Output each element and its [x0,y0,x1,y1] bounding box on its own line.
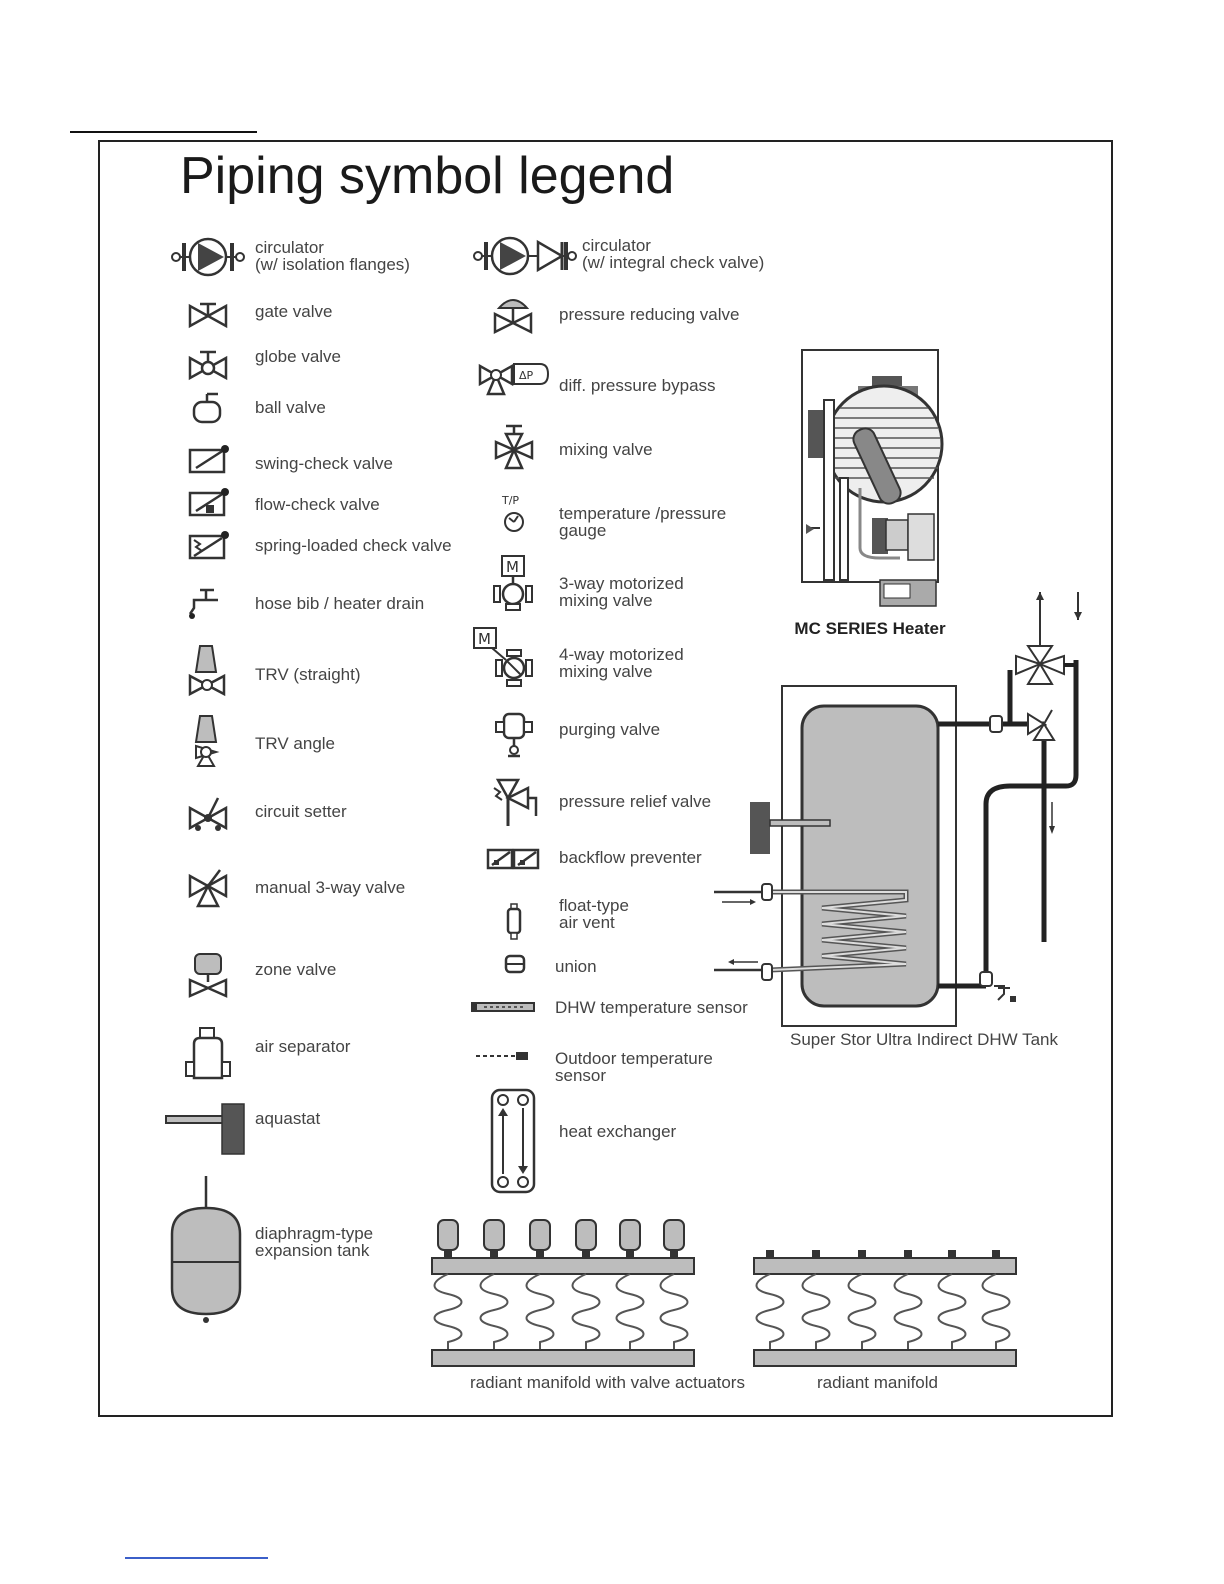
left-label-1: gate valve [255,302,333,321]
pressure-reducing-valve-icon [493,299,533,335]
mid-label-7: purging valve [559,720,661,739]
mid-label-9: backflow preventer [559,848,702,867]
left-label-10: circuit setter [255,802,347,821]
left-label-14: aquastat [255,1109,321,1128]
motorized-4way-icon: M [473,627,533,687]
left-label-5: flow-check valve [255,495,380,514]
circuit-setter-icon [188,797,228,831]
mid-label-11: union [555,957,597,976]
swing-check-valve-icon [188,445,229,474]
radiant-manifold-drawing [753,1250,1017,1367]
motorized-3way-icon: M [493,555,533,611]
left-label-12: zone valve [255,960,337,979]
globe-valve-icon [188,350,228,381]
pressure-relief-valve-icon [493,778,538,826]
heat-exchanger-icon [490,1088,536,1194]
left-label-8: TRV (straight) [255,665,361,684]
air-vent-icon [506,903,522,940]
page-title: Piping symbol legend [180,147,675,205]
mid-label-14: heat exchanger [559,1122,677,1141]
left-label-4: swing-check valve [255,454,393,473]
tank-caption: Super Stor Ultra Indirect DHW Tank [790,1030,1058,1049]
mid-label-3: mixing valve [559,440,653,459]
circulator-check-icon [473,236,577,276]
zone-valve-icon [188,953,228,998]
dhw-tank-drawing [714,592,1082,1027]
svg-text:M: M [478,630,491,648]
manifold-caption: radiant manifold [817,1373,938,1392]
mixing-valve-icon [494,424,534,470]
gate-valve-icon [188,302,228,329]
manual-3way-valve-icon [188,869,228,908]
mid-label-2: diff. pressure bypass [559,376,716,395]
outdoor-sensor-icon [476,1052,528,1060]
left-label-15: diaphragm-type expansion tank [255,1224,374,1260]
trv-straight-icon [188,645,226,697]
air-separator-icon [185,1027,231,1080]
left-label-7: hose bib / heater drain [255,594,425,613]
mid-label-8: pressure relief valve [559,792,712,811]
mid-label-13: Outdoor temperature sensor [555,1049,713,1085]
purging-valve-icon [495,712,533,758]
ball-valve-icon [192,392,222,424]
left-label-6: spring-loaded check valve [255,536,452,555]
mid-label-0: circulator (w/ integral check valve) [582,236,765,272]
mid-label-1: pressure reducing valve [559,305,740,324]
svg-text:M: M [506,558,519,576]
trv-angle-icon [194,715,220,767]
circulator-flanged-icon [171,237,245,277]
legend-frame: Piping symbol legend circulator (w/ isol… [98,140,1113,1417]
left-label-2: globe valve [255,347,342,366]
aquastat-icon [165,1103,245,1155]
dhw-sensor-icon [471,1002,535,1012]
svg-text:T/P: T/P [501,494,519,507]
heater-caption: MC SERIES Heater [794,619,946,638]
mid-label-4: temperature /pressure gauge [559,504,727,540]
left-label-13: air separator [255,1037,351,1056]
hose-bib-icon [188,588,218,619]
bottom-rule [125,1557,268,1559]
manifold-actuators-caption: radiant manifold with valve actuators [470,1373,745,1392]
flow-check-valve-icon [188,488,229,517]
mc-heater-drawing [801,349,944,607]
mid-label-12: DHW temperature sensor [555,998,748,1017]
left-label-0: circulator (w/ isolation flanges) [255,238,410,274]
spring-check-valve-icon [188,531,229,560]
top-rule [70,131,257,133]
union-icon [504,954,526,974]
diff-pressure-bypass-icon: ΔP [478,363,550,396]
mid-label-5: 3-way motorized mixing valve [559,574,684,610]
left-label-9: TRV angle [255,734,336,753]
svg-text:ΔP: ΔP [519,369,534,382]
mid-label-6: 4-way motorized mixing valve [559,645,684,681]
tp-gauge-icon: T/P [501,494,524,532]
mid-label-10: float-type air vent [559,896,629,932]
left-label-11: manual 3-way valve [255,878,406,897]
backflow-preventer-icon [486,848,540,870]
left-label-3: ball valve [255,398,326,417]
expansion-tank-icon [170,1176,242,1323]
radiant-manifold-actuators-drawing [431,1219,695,1367]
